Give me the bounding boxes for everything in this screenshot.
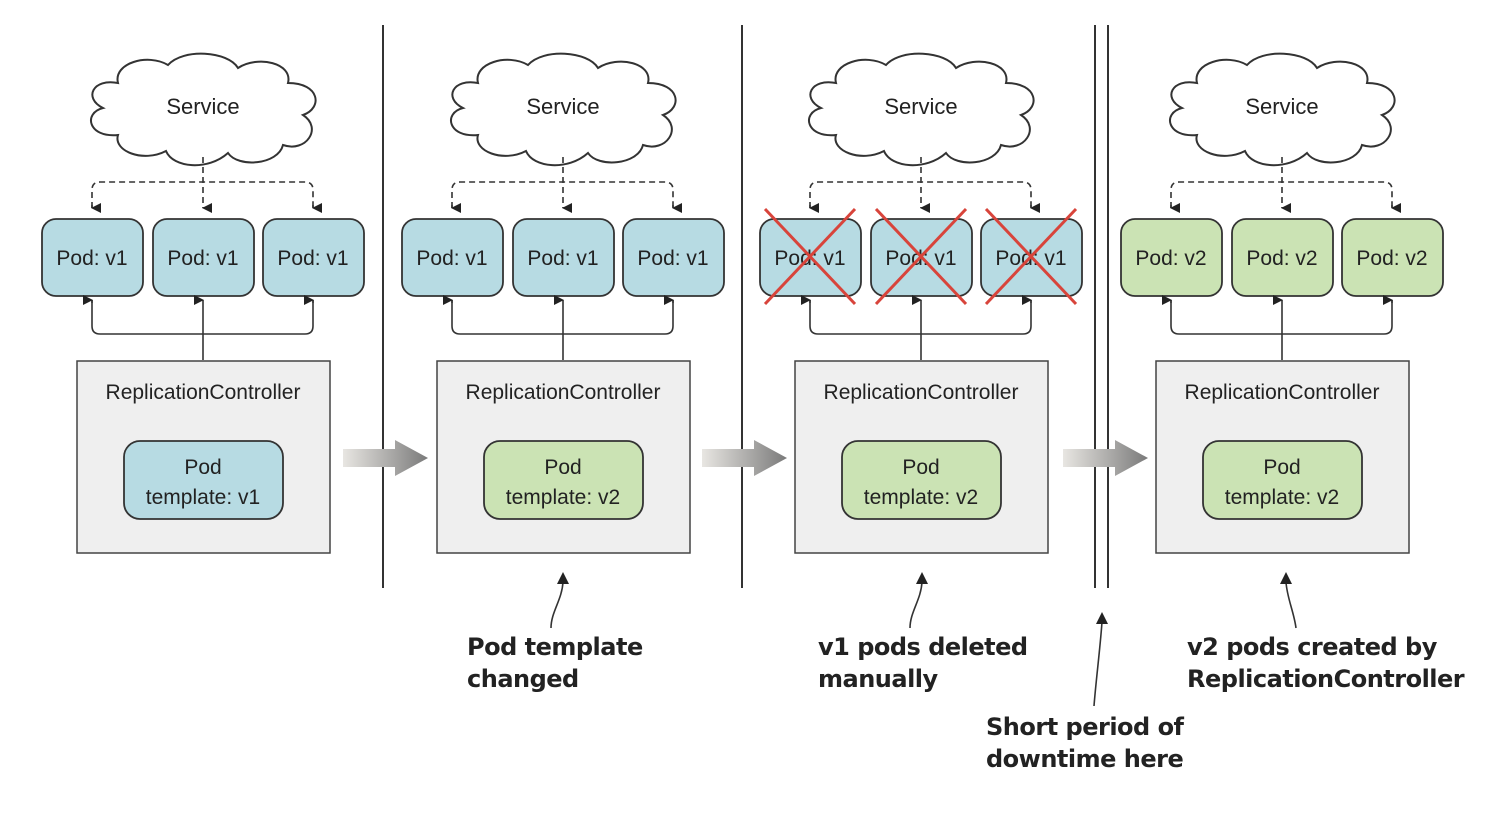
pointer-arrowhead-icon [1096,612,1108,624]
service-cloud: Service [450,52,677,167]
annotation-downtime: Short period of downtime here [986,612,1185,773]
pointer-arrowhead-icon [916,572,928,584]
template-box [123,440,284,520]
deleted-cross-icon [984,207,1078,306]
annotation-text: Pod template [467,633,643,661]
pod-v1: Pod: v1 [262,218,365,297]
annotation-text: Short period of [986,713,1185,741]
service-label: Service [166,94,239,119]
pod-v2: Pod: v2 [1120,218,1223,297]
template-box [483,440,644,520]
pod-template: Pod template: v2 [483,440,644,520]
template-version-label: template: v1 [146,486,260,509]
service-cloud: Service [808,52,1035,167]
controller-label: ReplicationController [824,381,1019,404]
controller-link-line [809,300,1032,335]
pod-label: Pod: v2 [1246,247,1317,270]
pod-v1: Pod: v1 [512,218,615,297]
service-route-line [91,181,314,208]
pointer-arrowhead-icon [1280,572,1292,584]
pod-template: Pod template: v2 [1202,440,1363,520]
pod-label: Pod: v1 [527,247,598,270]
template-box [841,440,1002,520]
controller-label: ReplicationController [1185,381,1380,404]
pod-v1: Pod: v1 [622,218,725,297]
cloud-icon [450,52,677,167]
annotation-template-changed: Pod template changed [467,572,643,693]
cloud-icon [808,52,1035,167]
transition-arrow [343,440,428,476]
annotation-text: manually [818,665,939,693]
pointer-arrowhead-icon [557,572,569,584]
annotation-pods-created: v2 pods created by ReplicationController [1187,572,1465,693]
template-label: Pod [902,456,939,479]
cloud-icon [1169,52,1396,167]
template-label: Pod [184,456,221,479]
pod-label: Pod: v1 [416,247,487,270]
annotation-text: ReplicationController [1187,665,1465,693]
pod-template: Pod template: v2 [841,440,1002,520]
pod-v1: Pod: v1 [401,218,504,297]
controller-link-line [1170,300,1393,335]
pod-v1: Pod: v1 [980,207,1083,306]
pod-label: Pod: v2 [1135,247,1206,270]
annotation-text: downtime here [986,745,1183,773]
pod-label: Pod: v1 [277,247,348,270]
service-label: Service [1245,94,1318,119]
service-cloud: Service [1169,52,1396,167]
template-box [1202,440,1363,520]
template-label: Pod [544,456,581,479]
pod-v1: Pod: v1 [152,218,255,297]
transition-arrow [1063,440,1148,476]
annotation-text: v1 pods deleted [818,633,1028,661]
service-label: Service [526,94,599,119]
deleted-cross-icon [874,207,968,306]
controller-link-line [91,300,314,335]
annotation-pods-deleted: v1 pods deleted manually [818,572,1028,693]
controller-label: ReplicationController [106,381,301,404]
pod-v2: Pod: v2 [1341,218,1444,297]
deleted-cross-icon [763,207,857,306]
service-label: Service [884,94,957,119]
pod-label: Pod: v1 [167,247,238,270]
template-label: Pod [1263,456,1300,479]
pod-v1: Pod: v1 [41,218,144,297]
pod-template: Pod template: v1 [123,440,284,520]
template-version-label: template: v2 [864,486,978,509]
pod-v1: Pod: v1 [870,207,973,306]
controller-link-line [451,300,674,335]
template-version-label: template: v2 [506,486,620,509]
controller-label: ReplicationController [466,381,661,404]
transition-arrow [702,440,787,476]
annotation-text: v2 pods created by [1187,633,1438,661]
annotation-text: changed [467,665,579,693]
cloud-icon [90,52,317,167]
pod-label: Pod: v2 [1356,247,1427,270]
pod-v2: Pod: v2 [1231,218,1334,297]
service-cloud: Service [90,52,317,167]
template-version-label: template: v2 [1225,486,1339,509]
pod-v1: Pod: v1 [759,207,862,306]
pod-label: Pod: v1 [637,247,708,270]
service-route-line [451,181,674,208]
service-route-line [1170,181,1393,208]
service-route-line [809,181,1032,208]
pod-label: Pod: v1 [56,247,127,270]
